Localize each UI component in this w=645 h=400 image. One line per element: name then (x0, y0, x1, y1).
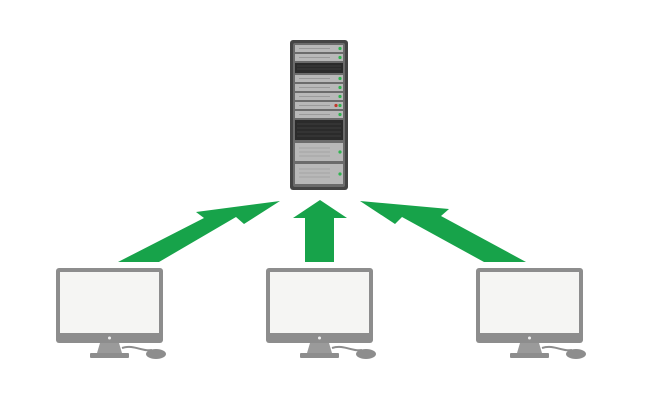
desktop-computer-icon (266, 268, 376, 359)
arrow-up-left-icon (360, 201, 526, 262)
server-rack-icon (290, 40, 348, 190)
desktop-computer-icon (56, 268, 166, 359)
arrow-up-right-icon (118, 201, 280, 262)
desktop-computer-icon (476, 268, 586, 359)
arrow-up-icon (293, 200, 347, 262)
